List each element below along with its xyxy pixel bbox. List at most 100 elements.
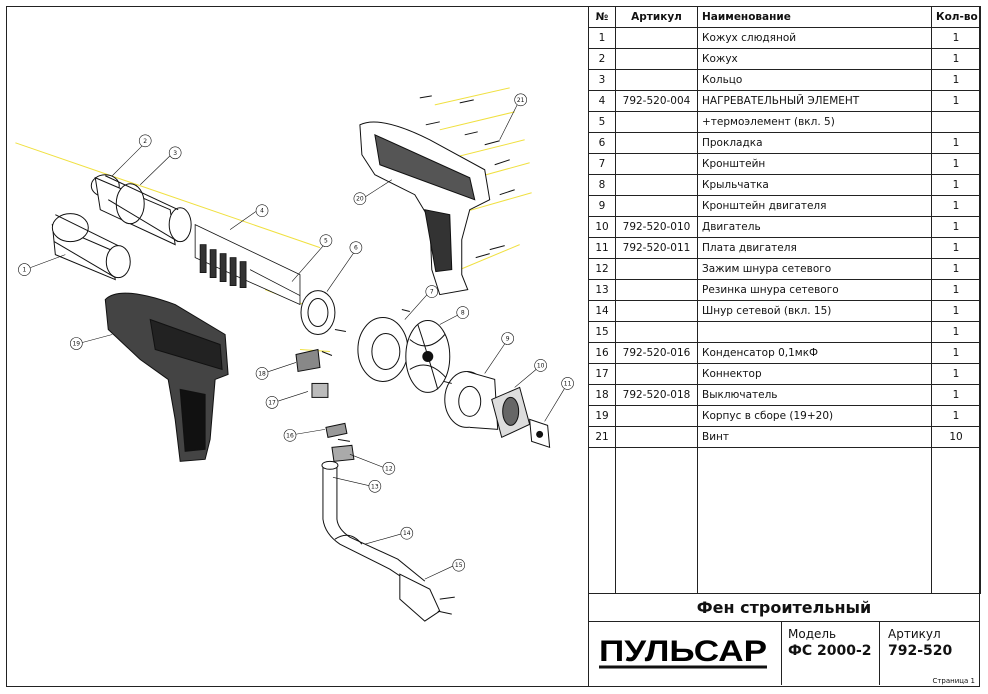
callout-7: 7 xyxy=(430,289,434,296)
callout-16: 16 xyxy=(286,432,294,439)
callout-19: 19 xyxy=(73,340,81,347)
callout-20: 20 xyxy=(356,196,364,203)
cell-num: 14 xyxy=(588,300,616,322)
cell-name: Кожух слюдяной xyxy=(697,27,932,49)
cell-name: +термоэлемент (вкл. 5) xyxy=(697,111,932,133)
cell-name: Корпус в сборе (19+20) xyxy=(697,405,932,427)
cell-name: Выключатель xyxy=(697,384,932,406)
callout-1: 1 xyxy=(22,267,26,274)
cell-name: Резинка шнура сетевого xyxy=(697,279,932,301)
cell-num: 4 xyxy=(588,90,616,112)
callout-4: 4 xyxy=(260,208,264,215)
cell-qty: 1 xyxy=(931,48,981,70)
cell-num: 21 xyxy=(588,426,616,448)
part-gasket xyxy=(300,290,336,336)
cell-num: 1 xyxy=(588,27,616,49)
cell-qty: 1 xyxy=(931,321,981,343)
header-num: № xyxy=(588,6,616,28)
cell-num: 13 xyxy=(588,279,616,301)
product-title: Фен строительный xyxy=(588,594,980,622)
cell-qty: 1 xyxy=(931,279,981,301)
model-value: ФС 2000-2 xyxy=(788,643,872,659)
header-qty: Кол-во xyxy=(931,6,981,28)
cell-article: 792-520-004 xyxy=(615,90,698,112)
header-article: Артикул xyxy=(615,6,698,28)
page-number: Страница 1 xyxy=(932,677,975,685)
callout-3: 3 xyxy=(173,150,177,157)
cell-name: Кронштейн xyxy=(697,153,932,175)
cell-num: 10 xyxy=(588,216,616,238)
callout-8: 8 xyxy=(461,310,465,317)
cell-num: 12 xyxy=(588,258,616,280)
cell-article xyxy=(615,426,698,448)
cell-article xyxy=(615,405,698,427)
cell-name: Коннектор xyxy=(697,363,932,385)
cell-name: Винт xyxy=(697,426,932,448)
model-label: Модель xyxy=(788,627,837,641)
cell-qty: 1 xyxy=(931,27,981,49)
cell-article xyxy=(615,300,698,322)
callout-12: 12 xyxy=(385,465,393,472)
callout-6: 6 xyxy=(354,245,358,252)
cell-qty: 1 xyxy=(931,195,981,217)
part-motor-board xyxy=(529,418,551,449)
article-cell: Артикул 792-520 xyxy=(879,621,979,685)
part-shroud-and-ring xyxy=(90,174,192,246)
title-block: ПУЛЬСАР Модель ФС 2000-2 Артикул 792-520… xyxy=(588,621,980,687)
callout-17: 17 xyxy=(268,399,276,406)
part-motor xyxy=(491,386,531,439)
cell-num: 18 xyxy=(588,384,616,406)
part-switch xyxy=(295,348,321,373)
empty-cell xyxy=(931,447,981,594)
cell-article: 792-520-016 xyxy=(615,342,698,364)
callout-14: 14 xyxy=(403,530,411,537)
part-housing-right xyxy=(359,121,491,296)
cell-num: 15 xyxy=(588,321,616,343)
cell-num: 8 xyxy=(588,174,616,196)
cell-qty: 1 xyxy=(931,258,981,280)
cell-name: Кронштейн двигателя xyxy=(697,195,932,217)
cell-qty: 1 xyxy=(931,237,981,259)
cell-article: 792-520-018 xyxy=(615,384,698,406)
part-connector xyxy=(311,382,329,398)
cell-qty: 1 xyxy=(931,153,981,175)
table-row: 5+термоэлемент (вкл. 5) xyxy=(588,111,981,133)
cell-num: 6 xyxy=(588,132,616,154)
cell-qty: 1 xyxy=(931,216,981,238)
cell-article xyxy=(615,132,698,154)
cell-article xyxy=(615,27,698,49)
cell-name: Двигатель xyxy=(697,216,932,238)
header-name: Наименование xyxy=(697,6,932,28)
empty-cell xyxy=(697,447,932,594)
cell-qty: 1 xyxy=(931,90,981,112)
cell-qty: 1 xyxy=(931,384,981,406)
cell-article xyxy=(615,69,698,91)
cell-qty: 1 xyxy=(931,342,981,364)
callout-11: 11 xyxy=(564,380,572,387)
cell-article xyxy=(615,111,698,133)
brand-name: ПУЛЬСАР xyxy=(599,635,767,668)
cell-qty: 1 xyxy=(931,69,981,91)
model-cell: Модель ФС 2000-2 xyxy=(781,621,879,685)
part-power-cord xyxy=(321,460,426,590)
article-value: 792-520 xyxy=(888,643,953,659)
cell-num: 7 xyxy=(588,153,616,175)
part-housing-left xyxy=(104,292,229,462)
cell-num: 16 xyxy=(588,342,616,364)
part-heating-element xyxy=(194,224,301,306)
article-label: Артикул xyxy=(888,627,941,641)
table-empty-space xyxy=(588,447,981,594)
callout-numbers: 1 2 3 4 5 6 7 8 9 10 11 12 13 14 15 16 1… xyxy=(22,97,571,569)
empty-cell xyxy=(588,447,616,594)
